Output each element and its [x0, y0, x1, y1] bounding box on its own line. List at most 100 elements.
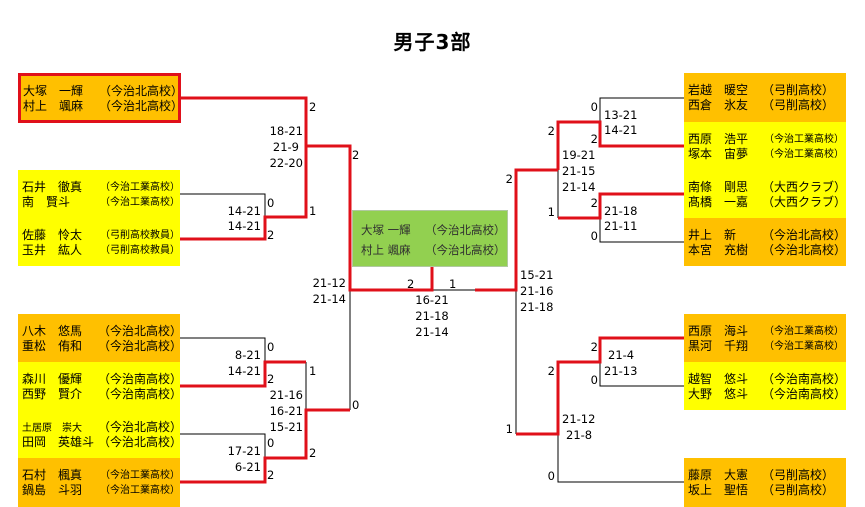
score: 21-14 [562, 180, 596, 194]
player-school: （今治南高校） [98, 372, 183, 386]
line-r-r1a-top [599, 97, 684, 122]
games-count: 2 [267, 372, 275, 386]
player-name: 玉井 紘人 [22, 243, 83, 257]
winline-r-r1a [556, 120, 684, 170]
player-name: 南條 剛思 [688, 180, 749, 194]
games-count: 0 [352, 398, 360, 412]
player-school: （今治工業高校） [764, 341, 844, 352]
games-count: 2 [309, 100, 317, 114]
player-name: 西倉 氷友 [688, 98, 749, 112]
player-school: （今治南高校） [98, 387, 183, 401]
winline-l-top [181, 96, 434, 292]
player-school: （今治工業高校） [100, 470, 180, 481]
player-school: （今治北高校） [98, 324, 183, 338]
line-l-r1b-top [180, 337, 266, 362]
score: 22-20 [269, 156, 303, 170]
player-name: 田岡 英雄斗 [22, 435, 95, 449]
score: 16-21 [269, 404, 303, 418]
player-school: （大西クラブ） [762, 195, 847, 209]
player-school: （今治工業高校） [764, 149, 844, 160]
player-name: 石井 徹真 [22, 180, 83, 194]
player-school: （弓削高校教員） [100, 245, 180, 256]
player-name: 大塚 一輝 [23, 84, 84, 98]
final-score: 21-14 [415, 325, 449, 339]
score: 15-21 [269, 420, 303, 434]
player-name: 佐藤 怜太 [22, 228, 83, 242]
champion-box: 大塚 一輝（今治北高校） 村上 颯麻（今治北高校） [352, 210, 508, 267]
team-right-7: 藤原 大憲（弓削高校） 坂上 聖悟（弓削高校） [684, 458, 846, 507]
player-name: 重松 侑和 [22, 339, 83, 353]
team-left-4: 八木 悠馬（今治北高校） 重松 侑和（今治北高校） [18, 314, 183, 362]
score: 17-21 [227, 444, 261, 458]
winline-r-r1c [516, 336, 684, 436]
games-count: 2 [309, 446, 317, 460]
player-name: 西原 海斗 [688, 324, 749, 338]
player-school: （弓削高校） [762, 468, 835, 482]
champion-name: 大塚 一輝 [361, 223, 411, 237]
score: 21-4 [608, 348, 635, 362]
player-school: （今治工業高校） [764, 134, 844, 145]
winline-l-r1a [180, 146, 308, 241]
games-count: 2 [267, 228, 275, 242]
player-school: （弓削高校） [762, 83, 835, 97]
player-school: （今治工業高校） [100, 182, 180, 193]
player-name: 大野 悠斗 [688, 387, 749, 401]
player-school: （今治北高校） [98, 420, 183, 434]
player-name: 井上 新 [688, 228, 737, 242]
score: 21-11 [604, 219, 638, 233]
player-school: （弓削高校） [762, 98, 835, 112]
player-school: （今治工業高校） [100, 197, 180, 208]
player-name: 南 賢斗 [22, 195, 71, 209]
score: 14-21 [227, 204, 261, 218]
score: 21-16 [520, 284, 554, 298]
games-count: 2 [352, 148, 360, 162]
champion-school: （今治北高校） [425, 223, 506, 237]
score: 18-21 [269, 124, 303, 138]
score: 21-9 [272, 140, 299, 154]
games-count: 2 [590, 132, 598, 146]
player-name: 黒河 千翔 [688, 339, 749, 353]
team-right-5: 西原 海斗 （今治工業高校） 黒河 千翔 （今治工業高校） [684, 314, 846, 362]
player-name: 岩越 暖空 [688, 83, 749, 97]
games-count: 0 [267, 436, 275, 450]
winline-r-r1b [558, 192, 684, 220]
games-count: 2 [547, 124, 555, 138]
final-score: 21-18 [415, 309, 449, 323]
score: 14-21 [227, 364, 261, 378]
score: 14-21 [227, 219, 261, 233]
winline-r-final [475, 168, 558, 292]
player-name: 村上 颯麻 [23, 99, 84, 113]
team-right-6: 越智 悠斗（今治南高校） 大野 悠斗（今治南高校） [684, 362, 846, 410]
score: 13-21 [604, 108, 638, 122]
score: 21-8 [566, 428, 593, 442]
player-school: （今治北高校） [762, 243, 847, 257]
player-name: 坂上 聖悟 [688, 483, 749, 497]
player-school: （今治工業高校） [764, 326, 844, 337]
score: 21-13 [604, 364, 638, 378]
final-score: 16-21 [415, 293, 449, 307]
line-l-r1c-top [180, 433, 266, 458]
games-count: 0 [267, 340, 275, 354]
player-school: （今治工業高校） [100, 485, 180, 496]
games-count: 0 [590, 229, 598, 243]
games-count: 2 [267, 468, 275, 482]
score: 6-21 [234, 460, 261, 474]
player-school: （大西クラブ） [762, 180, 847, 194]
page-title: 男子3部 [393, 30, 472, 54]
player-name: 髙橋 一嘉 [688, 195, 749, 209]
final-left-games: 2 [407, 277, 415, 291]
player-name: 西野 賢介 [22, 387, 83, 401]
winline-l-r1c [180, 408, 350, 484]
games-count: 1 [309, 364, 317, 378]
player-school: （今治北高校） [99, 84, 184, 98]
games-count: 2 [590, 340, 598, 354]
games-count: 1 [505, 422, 513, 436]
player-school: （今治北高校） [99, 99, 184, 113]
player-school: （今治北高校） [762, 228, 847, 242]
score: 19-21 [562, 148, 596, 162]
games-count: 0 [547, 469, 555, 483]
player-school: （弓削高校教員） [100, 230, 180, 241]
games-count: 0 [267, 196, 275, 210]
champion-name: 村上 颯麻 [361, 243, 411, 257]
